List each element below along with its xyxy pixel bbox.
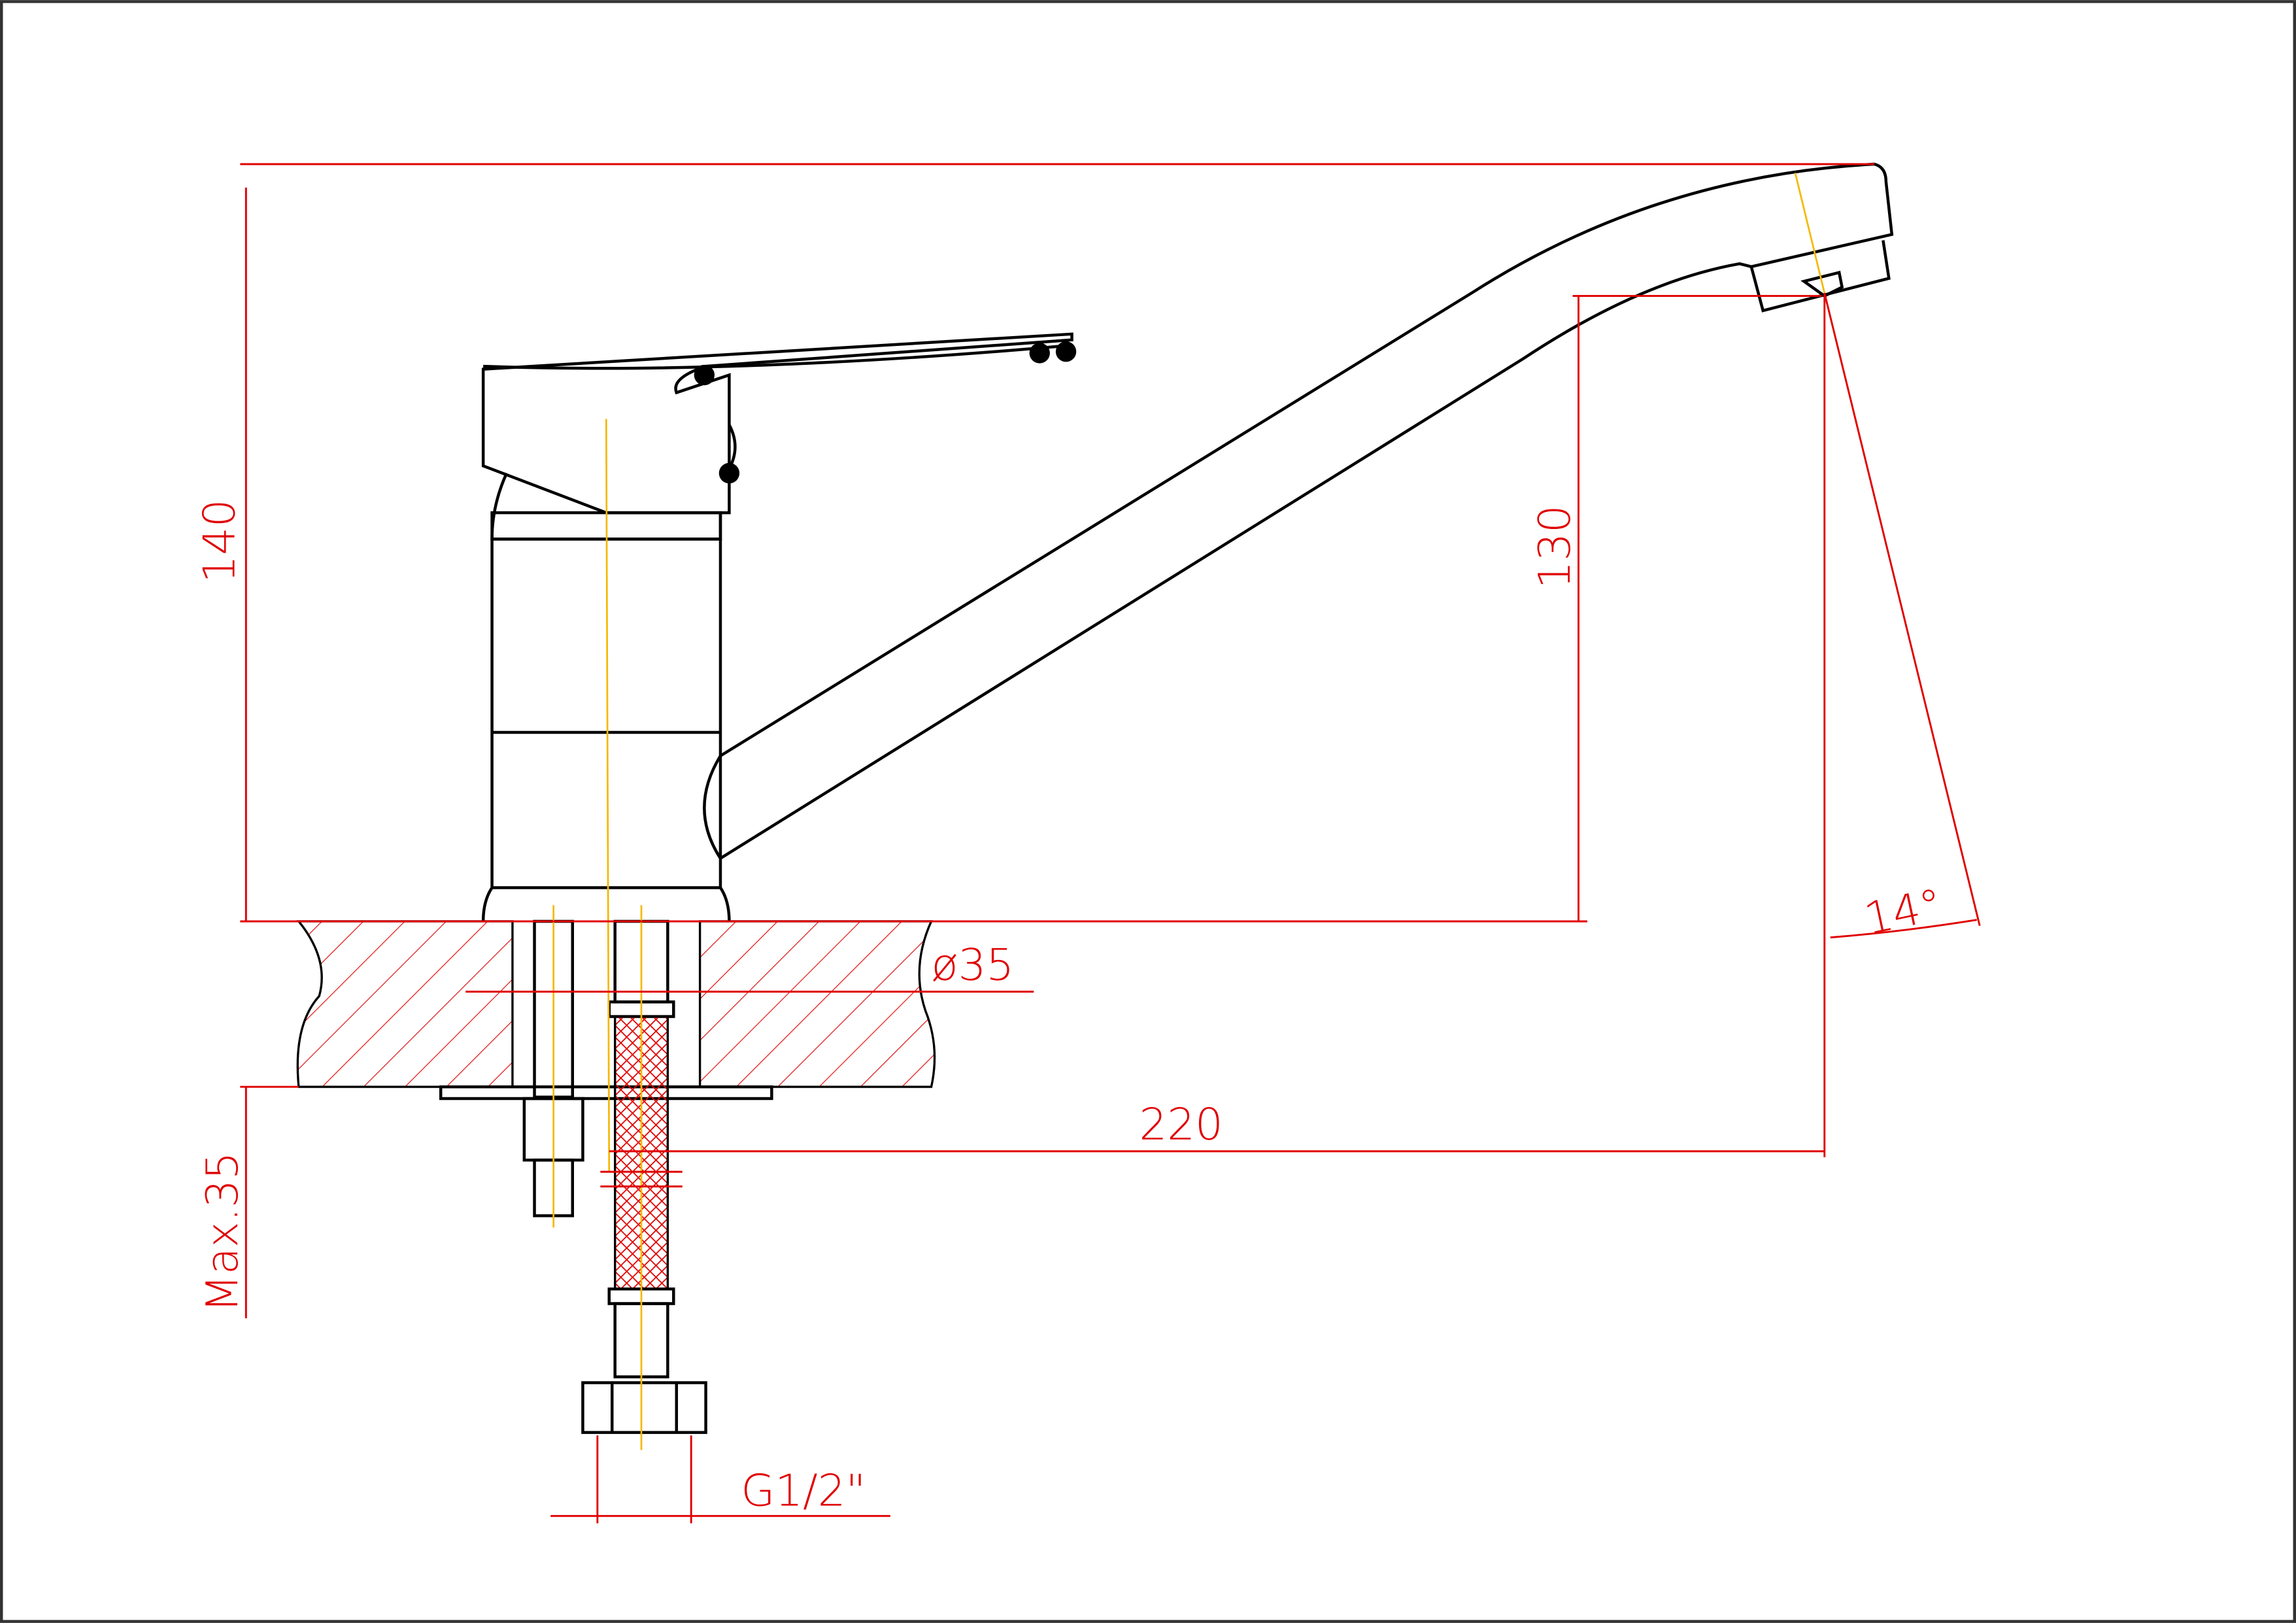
dimension-hole-diameter: ø35: [932, 940, 1015, 991]
dimension-aerator-angle: 14°: [1860, 879, 1947, 945]
dimension-spout-height: 130: [1529, 505, 1580, 589]
dimension-thread: G1/2": [741, 1465, 866, 1516]
dimension-max-thickness: Max.35: [197, 1152, 248, 1312]
dimension-total-height: 140: [194, 499, 245, 583]
countertop-section: [296, 920, 936, 1101]
dimension-lines: [240, 163, 1981, 1524]
mounting-hardware: [522, 919, 707, 1434]
faucet-body: [481, 162, 1894, 921]
centerlines: [552, 173, 1826, 1450]
dimension-spout-reach: 220: [1140, 1099, 1223, 1150]
